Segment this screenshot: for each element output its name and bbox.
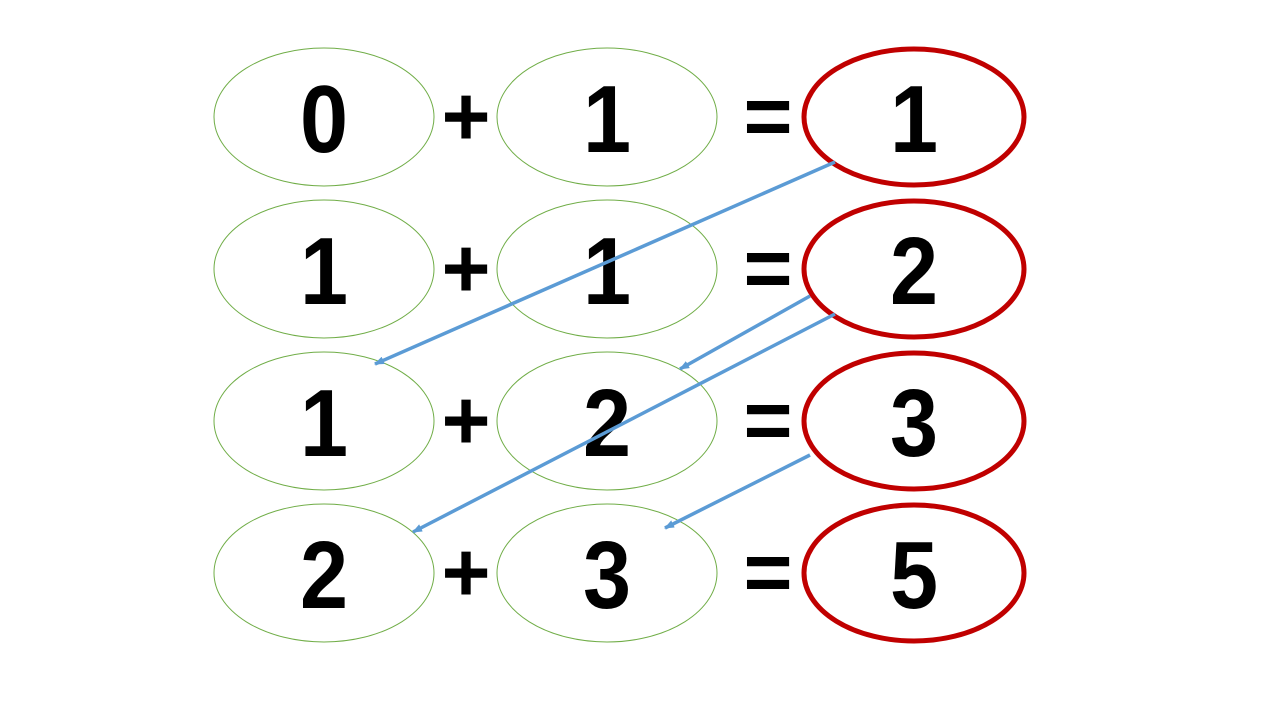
sum-ellipse xyxy=(801,350,1027,492)
equals-sign: = xyxy=(743,373,792,467)
equation-row: 2 +3 = 5 xyxy=(213,502,1027,644)
operand-ellipse xyxy=(496,199,718,339)
equals-sign: = xyxy=(743,525,792,619)
operand-ellipse xyxy=(496,503,718,643)
sum-ellipse xyxy=(801,198,1027,340)
second-operand: 1 xyxy=(583,218,631,325)
sum-ellipse xyxy=(801,46,1027,188)
plus-sign: + xyxy=(441,373,490,467)
first-operand: 2 xyxy=(300,522,348,629)
second-operand: 3 xyxy=(583,522,631,629)
sum-value: 5 xyxy=(890,522,938,629)
second-operand: 1 xyxy=(583,66,631,173)
operand-ellipse xyxy=(496,351,718,491)
sum-value: 1 xyxy=(890,66,938,173)
sum-ellipse xyxy=(801,502,1027,644)
first-operand: 0 xyxy=(300,66,348,173)
arrow xyxy=(679,294,811,371)
sum-value: 3 xyxy=(890,370,938,477)
operand-ellipse xyxy=(213,47,435,187)
operand-ellipse xyxy=(213,503,435,643)
equation-row: 0 +1 = 1 xyxy=(213,46,1027,188)
arrow xyxy=(374,160,836,366)
arrow xyxy=(664,453,811,530)
arrow xyxy=(412,312,836,534)
plus-sign: + xyxy=(441,525,490,619)
equals-sign: = xyxy=(743,69,792,163)
first-operand: 1 xyxy=(300,370,348,477)
equation-row: 1+2=3 xyxy=(213,350,1027,492)
operand-ellipse xyxy=(213,351,435,491)
equals-sign: = xyxy=(743,221,792,315)
operand-ellipse xyxy=(213,199,435,339)
first-operand: 1 xyxy=(300,218,348,325)
plus-sign: + xyxy=(441,221,490,315)
equation-row: 1 +1 = 2 xyxy=(213,198,1027,340)
operand-ellipse xyxy=(496,47,718,187)
sum-value: 2 xyxy=(890,218,938,325)
plus-sign: + xyxy=(441,69,490,163)
